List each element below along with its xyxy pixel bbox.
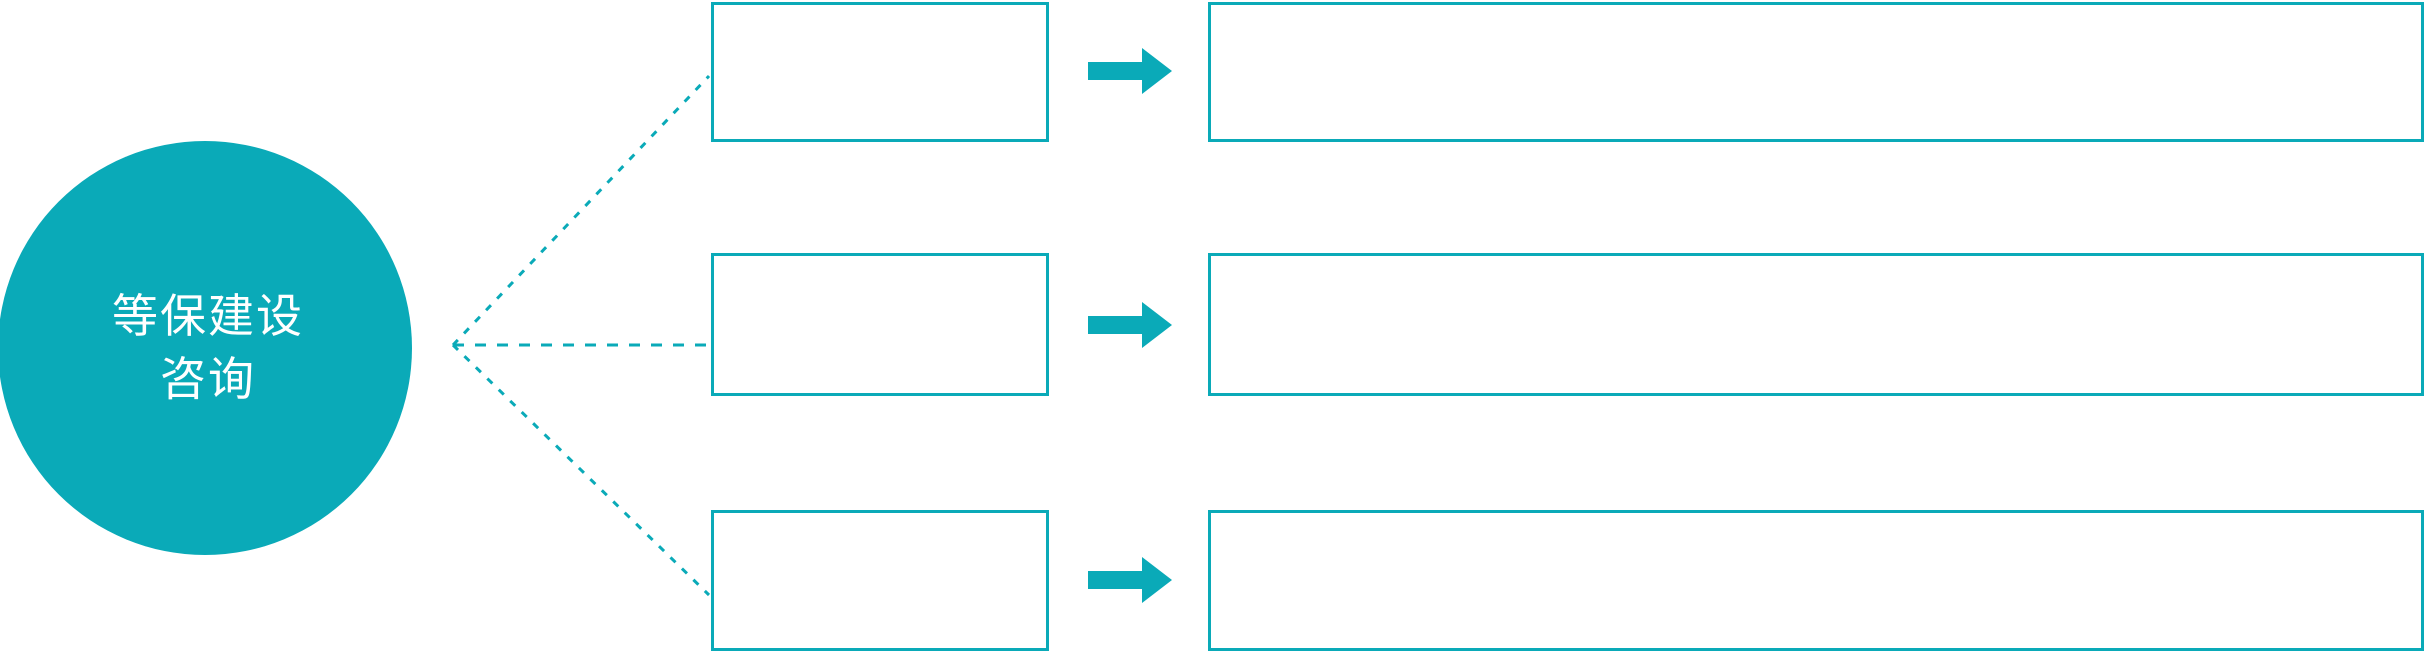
stage-box[interactable]	[711, 2, 1049, 142]
flow-row	[0, 0, 2434, 144]
arrow-right-icon	[1088, 302, 1172, 348]
detail-box-text	[1211, 513, 2421, 648]
stage-box-text	[714, 513, 1046, 648]
stage-box[interactable]	[711, 253, 1049, 396]
detail-box[interactable]	[1208, 510, 2424, 651]
detail-box[interactable]	[1208, 2, 2424, 142]
hub-circle-node[interactable]: 等保建设 咨询	[0, 141, 412, 555]
arrow-right-icon	[1088, 557, 1172, 603]
arrow-right-icon	[1088, 48, 1172, 94]
detail-box[interactable]	[1208, 253, 2424, 396]
hub-circle-label: 等保建设 咨询	[112, 289, 304, 405]
stage-box[interactable]	[711, 510, 1049, 651]
